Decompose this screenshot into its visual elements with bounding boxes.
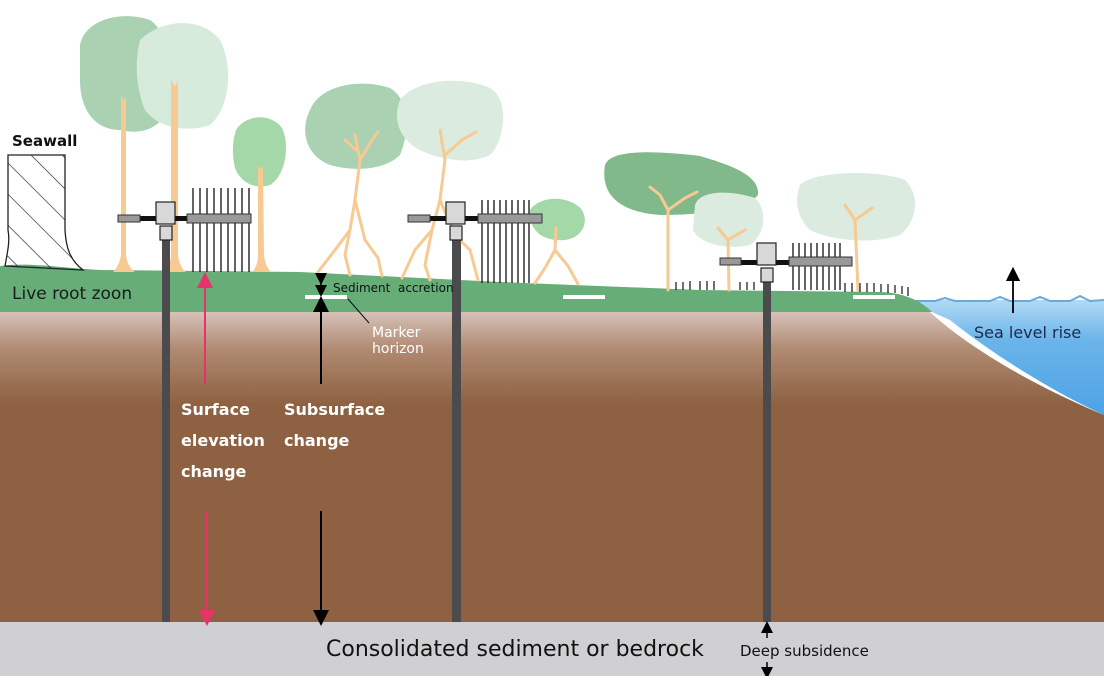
set-instrument-2 [407,200,543,622]
live-root-zone-layer [0,264,932,312]
surface-elevation-label-1: Surface [181,400,250,419]
sediment-accretion-label: Sediment accretion [333,281,454,295]
set-instrument-1 [117,188,252,622]
set-instrument-3 [719,242,853,622]
deep-subsidence-label: Deep subsidence [740,642,869,660]
bedrock-layer [0,622,1104,676]
marker-horizon-label-1: Marker [372,325,421,341]
subsurface-label-1: Subsurface [284,400,385,419]
sea-level-rise-label: Sea level rise [974,323,1081,342]
subsurface-label-2: change [284,431,350,450]
surface-elevation-label-3: change [181,462,247,481]
seawall [4,154,86,271]
pneumatophores [675,281,909,296]
marker-horizon-leader [347,298,370,324]
sea-surface-waves [905,294,1104,303]
marker-horizon-1 [305,295,347,299]
seawall-label: Seawall [12,132,77,150]
surface-elevation-label-2: elevation [181,431,265,450]
marker-horizon-label-2: horizon [372,341,424,357]
live-root-zone-label: Live root zoon [12,284,132,304]
marker-horizon-3 [853,295,895,299]
sea-water [905,300,1104,415]
bedrock-label: Consolidated sediment or bedrock [326,637,704,662]
soil-layer [0,312,1104,622]
tree-cluster-middle [305,80,585,286]
marker-horizon-2 [563,295,605,299]
tree-cluster-left [80,16,286,272]
tree-cluster-right [604,152,916,292]
